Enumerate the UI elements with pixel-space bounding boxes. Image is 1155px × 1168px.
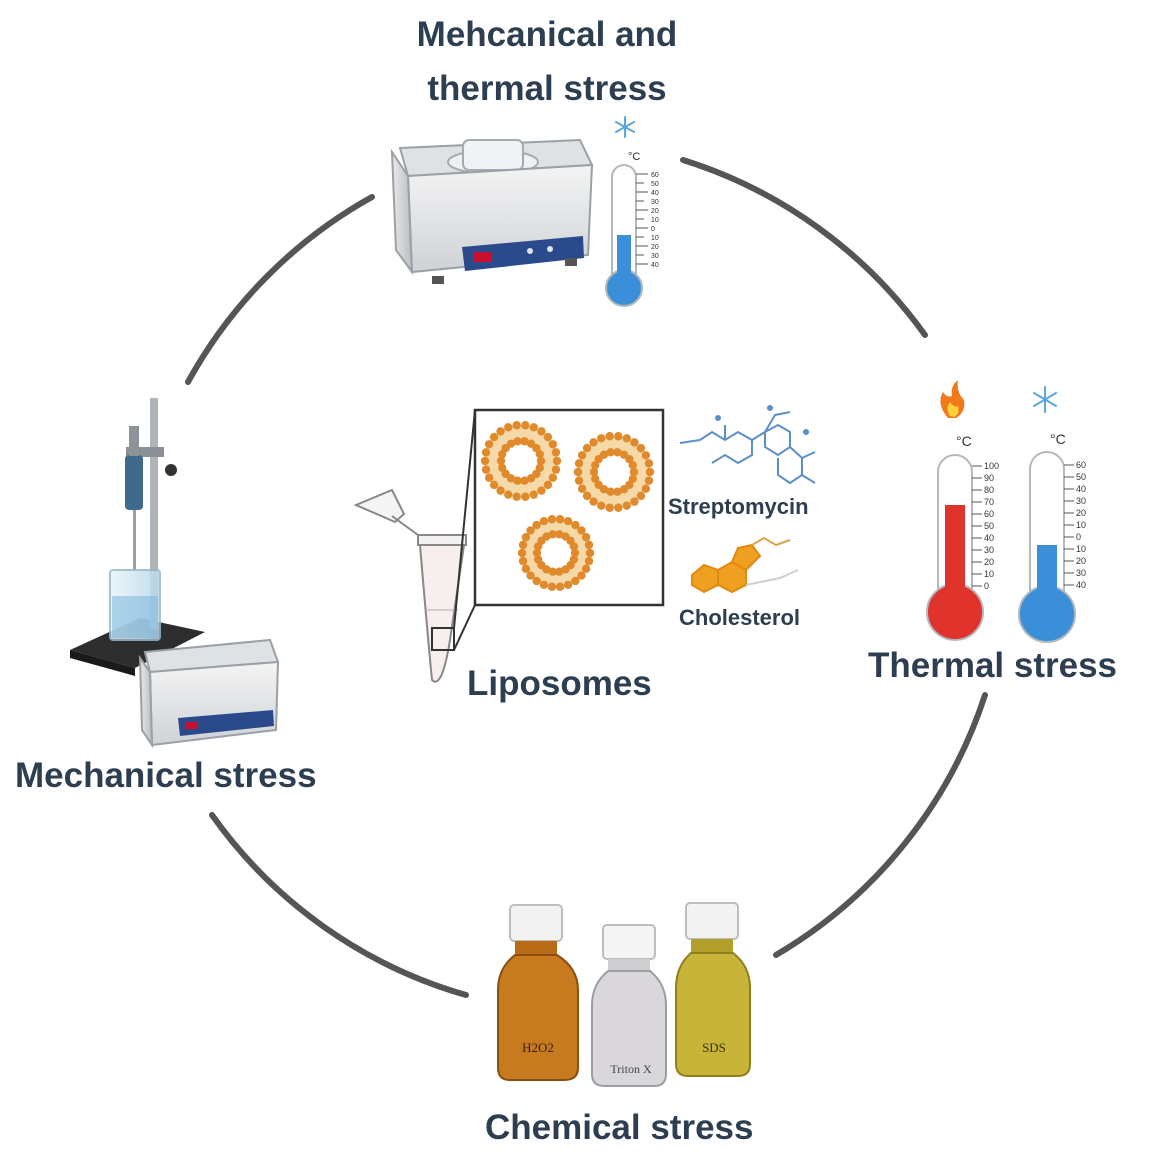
cycle-arc-top-right (680, 157, 928, 338)
cold-top-tick-label: 10 (651, 217, 659, 224)
cold-top-tick-label: 0 (651, 226, 655, 233)
cycle-arc-right (773, 692, 988, 958)
liposome (480, 421, 562, 501)
liposome-vesicles (480, 421, 655, 591)
cold-right-tick-label: 10 (1076, 544, 1086, 554)
snowflake-icon (615, 116, 635, 138)
tick-marks-cold-top (636, 173, 648, 265)
cycle-arc-top-left (185, 194, 375, 385)
liposomes-label: Liposomes (467, 664, 652, 703)
unit-label-hot: °C (956, 433, 972, 449)
bottle-sds-label: SDS (702, 1040, 726, 1055)
mechanical-stress-label: Mechanical stress (15, 756, 317, 795)
thermometer-cold-right: °C 60 50 40 30 20 10 0 10 20 30 40 (1018, 431, 1086, 643)
cycle-arc-left (209, 812, 469, 998)
cold-right-tick-label: 20 (1076, 508, 1086, 518)
cold-top-tick-label: 20 (651, 244, 659, 251)
cold-top-tick-label: 30 (651, 199, 659, 206)
scale-numbers-cold-top: 60 50 40 30 20 10 0 10 20 30 40 (651, 172, 659, 269)
ultrasonic-bath-left (138, 638, 280, 749)
top-label-line2: thermal stress (427, 69, 667, 108)
cold-top-tick-label: 20 (651, 208, 659, 215)
flame-inner-icon (947, 402, 959, 417)
cholesterol-molecule (691, 536, 799, 594)
hot-tick-label: 50 (984, 521, 994, 531)
cold-right-tick-label: 40 (1076, 484, 1086, 494)
chemical-stress-label: Chemical stress (485, 1108, 754, 1147)
hot-tick-label: 90 (984, 473, 994, 483)
eppendorf-tube (353, 488, 467, 683)
streptomycin-label: Streptomycin (668, 494, 809, 519)
liposome (573, 432, 655, 512)
homogenizer-apparatus (70, 398, 205, 676)
cold-right-tick-label: 30 (1076, 568, 1086, 578)
hot-tick-label: 60 (984, 509, 994, 519)
hot-tick-label: 10 (984, 569, 994, 579)
streptomycin-molecule (679, 405, 816, 485)
bottle-triton-x-label: Triton X (610, 1062, 652, 1076)
cold-top-tick-label: 10 (651, 235, 659, 242)
top-stress-label: Mehcanical and thermal stress (347, 8, 747, 116)
zoom-lines (453, 409, 476, 651)
top-label-line1: Mehcanical and (416, 15, 678, 54)
unit-label-cold-right: °C (1050, 431, 1066, 447)
bottle-h2o2-label: H2O2 (522, 1040, 554, 1055)
cold-right-tick-label: 50 (1076, 472, 1086, 482)
hot-tick-label: 20 (984, 557, 994, 567)
cycle-arcs (185, 157, 988, 998)
unit-label-cold-top: °C (628, 151, 640, 163)
scale-numbers-cold-right: 60 50 40 30 20 10 0 10 20 30 40 (1076, 460, 1086, 590)
cold-right-tick-label: 0 (1076, 532, 1081, 542)
cold-top-tick-label: 30 (651, 253, 659, 260)
liposome (517, 515, 595, 591)
bottle-triton-x: Triton X (591, 924, 667, 1087)
cold-top-tick-label: 40 (651, 190, 659, 197)
hot-tick-label: 40 (984, 533, 994, 543)
cholesterol-label: Cholesterol (679, 605, 801, 630)
cold-right-tick-label: 20 (1076, 556, 1086, 566)
hot-tick-label: 70 (984, 497, 994, 507)
thermometer-cold-top: °C 60 50 40 30 20 10 0 10 20 30 40 (605, 151, 659, 307)
hot-tick-label: 30 (984, 545, 994, 555)
snowflake-icon-right (1033, 386, 1057, 413)
ultrasonic-bath-top (390, 138, 594, 284)
cold-right-tick-label: 10 (1076, 520, 1086, 530)
thermal-stress-label: Thermal stress (868, 646, 1118, 685)
cold-top-tick-label: 40 (651, 262, 659, 269)
hot-tick-label: 100 (984, 461, 999, 471)
cold-right-tick-label: 60 (1076, 460, 1086, 470)
cold-right-tick-label: 30 (1076, 496, 1086, 506)
cold-right-tick-label: 40 (1076, 580, 1086, 590)
hot-tick-label: 80 (984, 485, 994, 495)
cold-top-tick-label: 50 (651, 181, 659, 188)
tick-marks-hot (972, 465, 982, 587)
cold-top-tick-label: 60 (651, 172, 659, 179)
bottle-sds: SDS (675, 902, 751, 1077)
tick-marks-cold-right (1064, 464, 1074, 586)
hot-tick-label: 0 (984, 581, 989, 591)
bottle-h2o2: H2O2 (497, 904, 579, 1081)
